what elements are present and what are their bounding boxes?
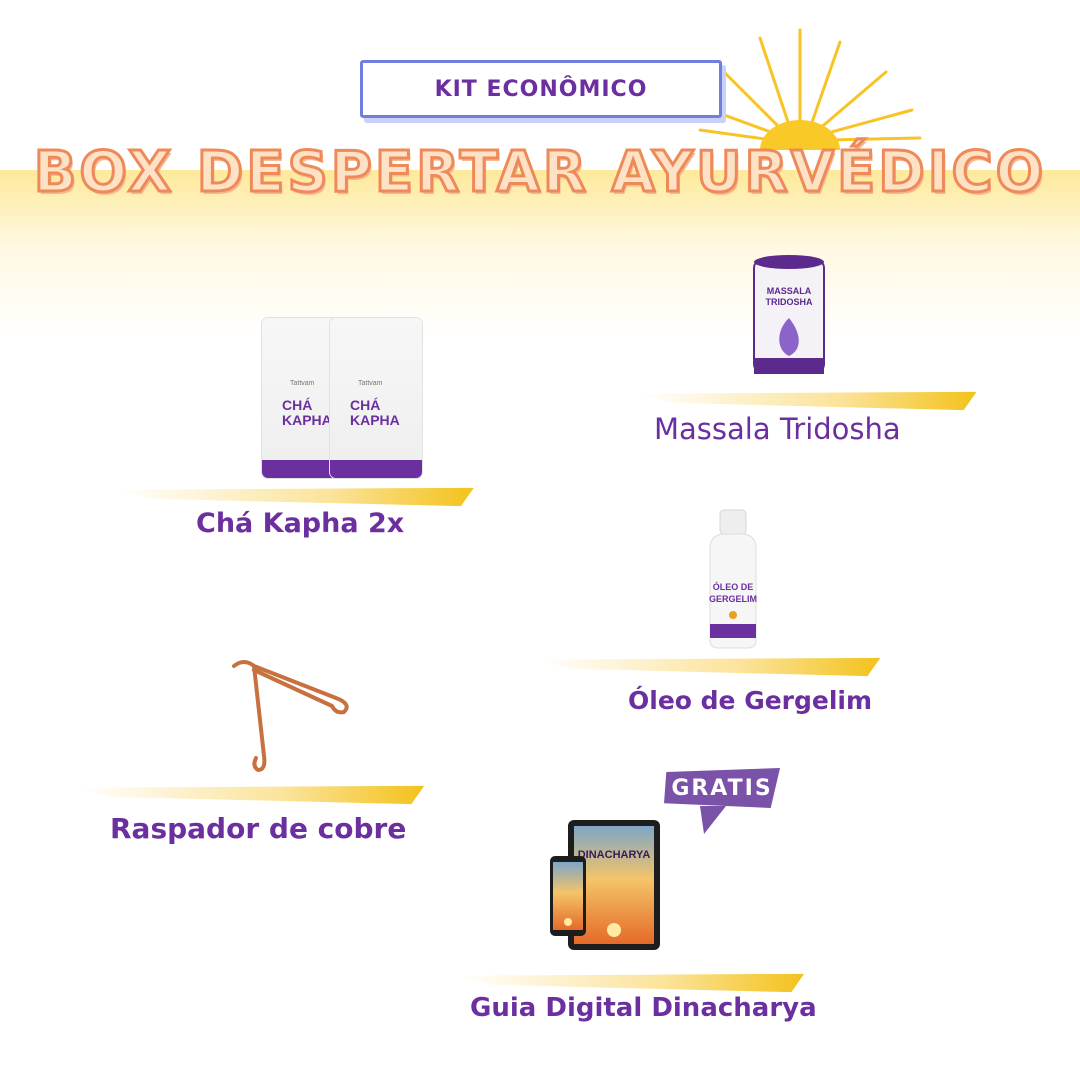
oleo-gergelim-image: ÓLEO DE GERGELIM [709,509,757,649]
gold-underline [455,973,805,993]
gratis-badge: GRATIS [664,768,780,808]
massala-tridosha-label: Massala Tridosha [654,412,901,446]
pouch-brand: Tattvam [358,380,383,387]
yellow-glow-band [0,170,1080,340]
raspador-cobre-label: Raspador de cobre [110,812,407,845]
gold-underline [635,391,977,411]
gold-underline [535,657,881,677]
oleo-gergelim-label: Óleo de Gergelim [628,686,873,715]
pouch-name: CHÁ KAPHA [282,397,332,428]
sun-icon [692,28,922,150]
gold-underline [75,785,425,805]
gold-underline [116,487,474,507]
svg-text:TRIDOSHA: TRIDOSHA [766,297,814,307]
cover-title: DINACHARYA [578,849,651,861]
pouch-brand: Tattvam [290,380,315,387]
kit-badge: KIT ECONÔMICO [360,60,722,118]
guia-dinacharya-image: DINACHARYA [550,820,660,950]
cha-kapha-label: Chá Kapha 2x [196,508,405,539]
massala-tridosha-image: MASSALA TRIDOSHA [753,255,825,374]
raspador-cobre-image [232,660,349,772]
guia-dinacharya-label: Guia Digital Dinacharya [470,993,817,1023]
svg-text:MASSALA: MASSALA [767,286,812,296]
svg-text:GERGELIM: GERGELIM [709,594,757,604]
page-title: BOX DESPERTAR AYURVÉDICO [32,139,1047,207]
pouch-name: CHÁ KAPHA [350,397,400,428]
cha-kapha-image: Tattvam CHÁ KAPHA Tattvam CHÁ KAPHA [262,318,432,480]
svg-text:ÓLEO DE: ÓLEO DE [713,581,754,592]
gratis-badge-tail [700,806,726,834]
